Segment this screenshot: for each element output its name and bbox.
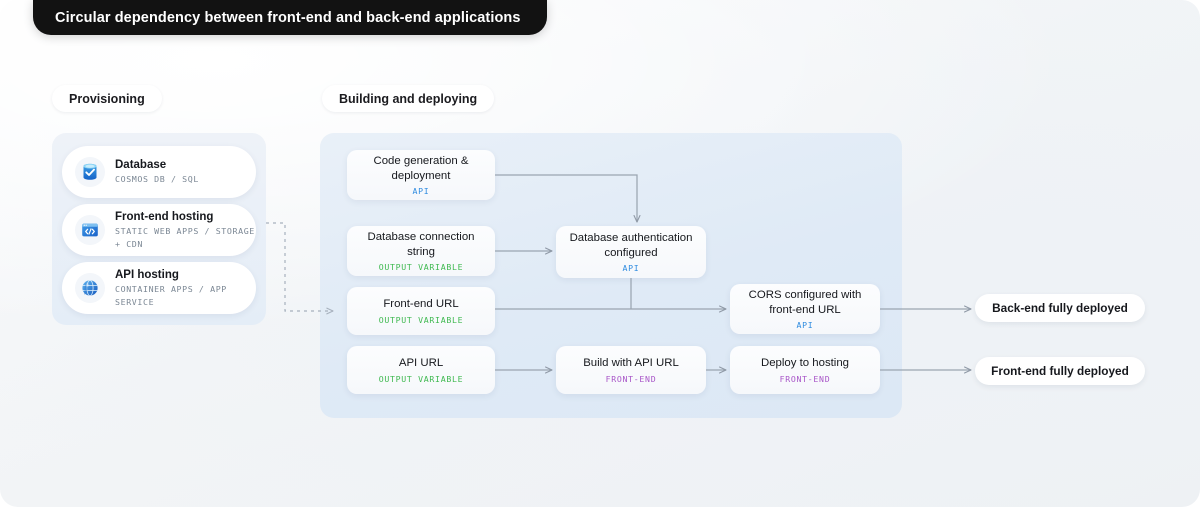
- section-label-provisioning: Provisioning: [52, 85, 162, 112]
- flow-card-api-url[interactable]: API URL OUTPUT VARIABLE: [347, 346, 495, 394]
- flow-card-label: API URL: [398, 357, 444, 370]
- resource-title: API hosting: [115, 268, 179, 281]
- flow-card-label: Database authentication configured: [569, 232, 693, 259]
- flow-card-label: Code generation & deployment: [373, 155, 469, 182]
- resource-subtitle: STATIC WEB APPS / STORAGE + CDN: [115, 225, 255, 249]
- flow-card-deploy-to-hosting[interactable]: Deploy to hosting FRONT-END: [730, 346, 880, 394]
- globe-icon: [75, 273, 105, 303]
- resource-subtitle: COSMOS DB / SQL: [115, 174, 199, 184]
- flow-card-front-end-url[interactable]: Front-end URL OUTPUT VARIABLE: [347, 287, 495, 335]
- resource-subtitle: CONTAINER APPS / APP SERVICE: [115, 283, 227, 307]
- flow-card-cors-configured[interactable]: CORS configured with front-end URL API: [730, 284, 880, 334]
- flow-card-tag: API: [412, 186, 430, 196]
- flow-card-database-authentication[interactable]: Database authentication configured API: [556, 226, 706, 278]
- flow-card-code-generation[interactable]: Code generation & deployment API: [347, 150, 495, 200]
- resource-title: Front-end hosting: [115, 210, 214, 223]
- database-icon: [75, 157, 105, 187]
- resource-card-front-end-hosting[interactable]: Front-end hosting STATIC WEB APPS / STOR…: [62, 204, 256, 256]
- resource-title: Database: [115, 159, 167, 171]
- flow-card-label: CORS configured with front-end URL: [748, 289, 862, 316]
- flow-card-tag: API: [622, 263, 640, 273]
- resource-card-database[interactable]: Database COSMOS DB / SQL: [62, 146, 256, 198]
- flow-card-database-connection-string[interactable]: Database connection string OUTPUT VARIAB…: [347, 226, 495, 276]
- code-window-icon: [75, 215, 105, 245]
- flow-card-tag: OUTPUT VARIABLE: [378, 314, 464, 325]
- result-frontend-deployed: Front-end fully deployed: [975, 357, 1145, 385]
- section-label-building: Building and deploying: [322, 85, 495, 112]
- flow-card-label: Front-end URL: [383, 298, 459, 311]
- diagram-title: Circular dependency between front-end an…: [33, 0, 547, 35]
- flow-card-tag: API: [796, 320, 814, 330]
- flow-card-label: Database connection string: [367, 231, 475, 258]
- resource-card-api-hosting[interactable]: API hosting CONTAINER APPS / APP SERVICE: [62, 262, 256, 314]
- flow-card-label: Deploy to hosting: [760, 357, 850, 370]
- result-backend-deployed: Back-end fully deployed: [975, 294, 1145, 322]
- flow-card-tag: OUTPUT VARIABLE: [378, 373, 464, 384]
- flow-card-label: Build with API URL: [583, 357, 679, 370]
- flow-card-tag: FRONT-END: [605, 373, 657, 384]
- flow-card-tag: FRONT-END: [779, 373, 831, 384]
- flow-card-tag: OUTPUT VARIABLE: [378, 262, 464, 272]
- flow-card-build-with-api-url[interactable]: Build with API URL FRONT-END: [556, 346, 706, 394]
